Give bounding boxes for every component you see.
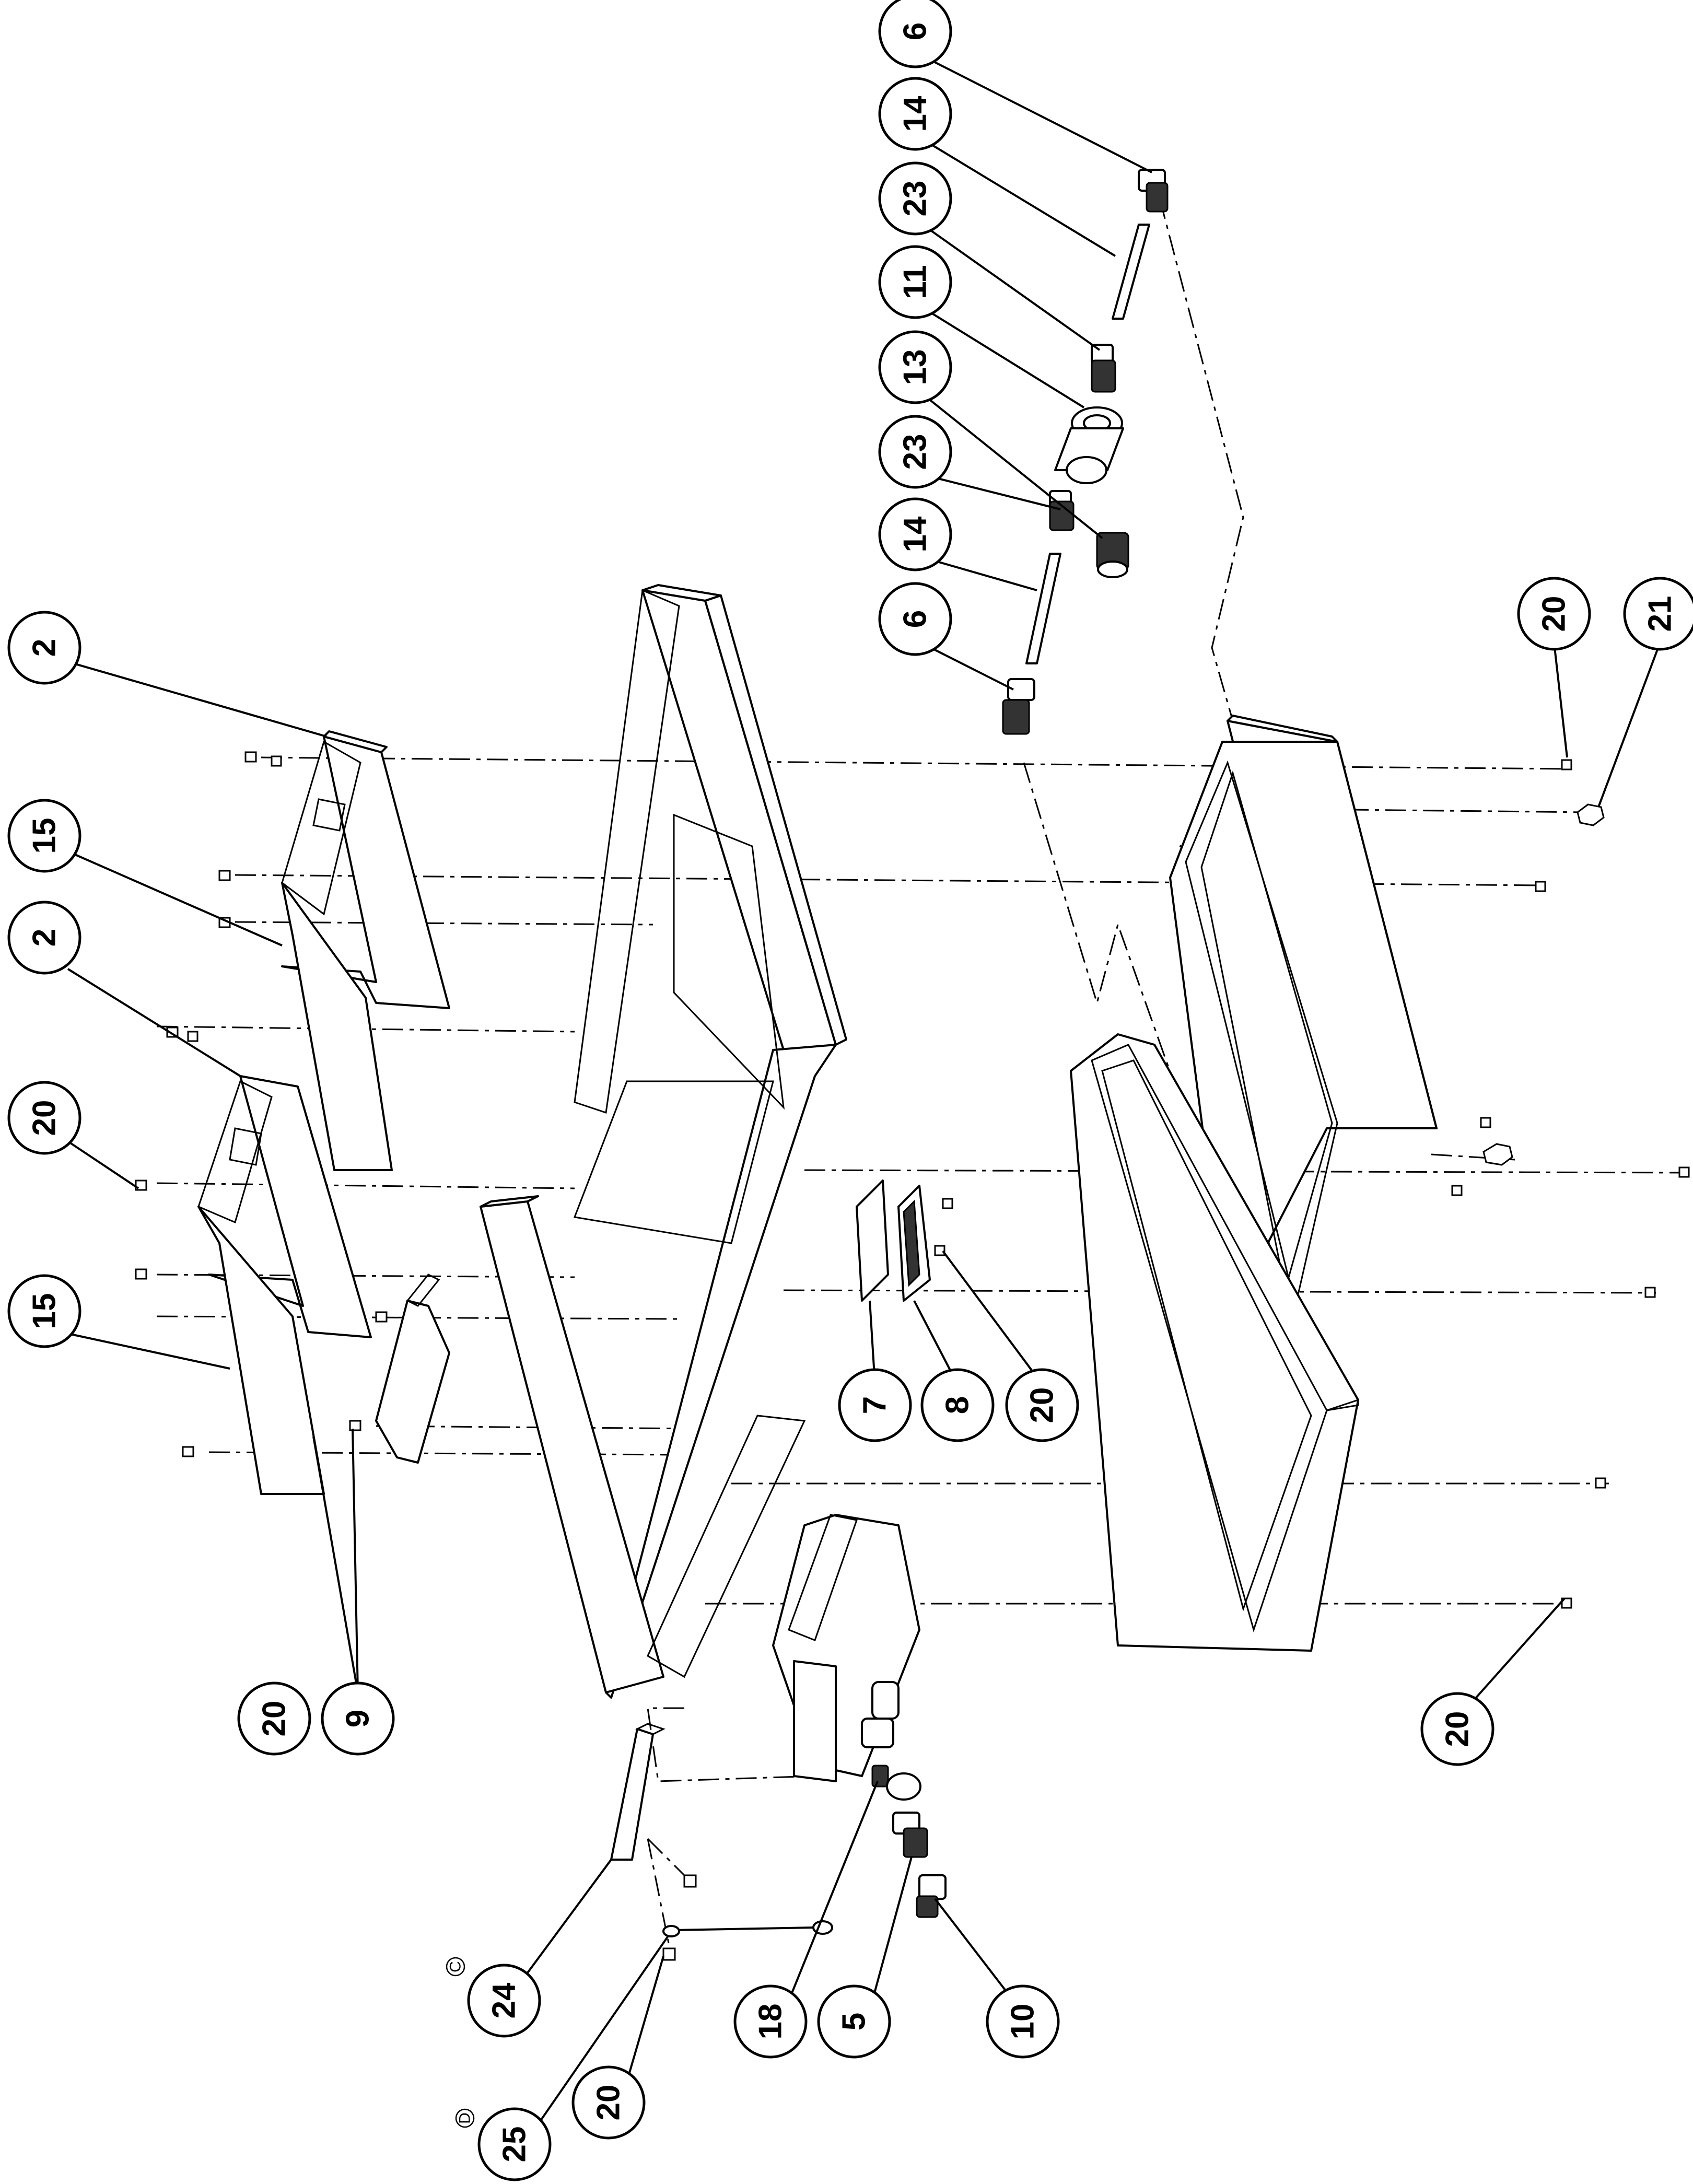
gas-train xyxy=(1002,169,1169,735)
callout-label: 2 xyxy=(27,639,63,657)
callout-9: 9 xyxy=(321,1681,395,1756)
reference-mark-label: C xyxy=(447,1961,464,1972)
burner-box-lower xyxy=(1070,1033,1359,1652)
callout-20-left: 20 xyxy=(7,1081,81,1155)
callout-25: 25 xyxy=(477,2107,552,2181)
callout-2-upper: 2 xyxy=(7,611,81,685)
callout-10: 10 xyxy=(986,1984,1060,2059)
valve-assembly xyxy=(772,1514,920,1782)
callout-label: 9 xyxy=(340,1710,376,1727)
callout-label: 18 xyxy=(753,2004,789,2040)
callout-15-lower: 15 xyxy=(7,1274,81,1348)
callout-label: 20 xyxy=(591,2085,627,2121)
callout-8: 8 xyxy=(920,1368,995,1442)
callout-label: 23 xyxy=(897,181,933,217)
bracket-24 xyxy=(610,1723,665,1861)
burner-box-upper xyxy=(1169,715,1438,1338)
callout-14-lower: 14 xyxy=(878,497,952,571)
callout-label: 8 xyxy=(940,1396,976,1414)
callout-6-top: 6 xyxy=(878,0,952,68)
callout-20-plates: 20 xyxy=(1005,1368,1079,1442)
callout-label: 20 xyxy=(27,1100,63,1136)
callout-24: 24 xyxy=(467,1964,541,2038)
callout-7: 7 xyxy=(838,1368,912,1442)
ground-wire-25 xyxy=(662,1920,833,1937)
callout-6-lower: 6 xyxy=(878,582,952,656)
callout-label: 20 xyxy=(1024,1387,1060,1423)
callout-label: 24 xyxy=(486,1982,522,2018)
lower-fittings xyxy=(871,1765,947,1918)
callout-label: 14 xyxy=(897,516,933,552)
reference-mark-label: D xyxy=(457,2112,474,2124)
callout-label: 20 xyxy=(256,1701,293,1737)
bracket-lower xyxy=(197,1075,372,1495)
reference-mark-c: C xyxy=(446,1957,465,1977)
main-frame xyxy=(480,584,847,1699)
callout-label: 2 xyxy=(27,929,63,947)
callout-label: 6 xyxy=(897,22,933,40)
callout-label: 11 xyxy=(897,265,933,299)
callout-21: 21 xyxy=(1623,577,1693,651)
callout-label: 14 xyxy=(897,96,933,132)
callout-label: 13 xyxy=(897,349,933,386)
callout-label: 20 xyxy=(1440,1711,1476,1747)
callout-18: 18 xyxy=(733,1984,808,2059)
callout-5: 5 xyxy=(817,1984,891,2059)
callout-2-lower: 2 xyxy=(7,901,81,975)
callout-label: 6 xyxy=(897,610,933,628)
callout-label: 15 xyxy=(27,1293,63,1329)
callout-label: 23 xyxy=(897,434,933,470)
callout-label: 5 xyxy=(836,2013,872,2030)
callout-20-bracket: 20 xyxy=(237,1681,311,1756)
plate-8 xyxy=(897,1185,931,1302)
bracket-9 xyxy=(375,1274,450,1464)
callout-label: 10 xyxy=(1005,2004,1041,2040)
plate-7 xyxy=(856,1179,889,1302)
nuts xyxy=(135,751,1690,1961)
callout-20-right-top: 20 xyxy=(1517,577,1591,651)
callout-label: 25 xyxy=(497,2127,533,2163)
callout-23-top: 23 xyxy=(878,161,952,236)
callout-label: 20 xyxy=(1536,596,1572,632)
callout-23-lower: 23 xyxy=(878,415,952,489)
callout-13: 13 xyxy=(878,330,952,404)
callout-label: 15 xyxy=(27,818,63,854)
callout-14-top: 14 xyxy=(878,77,952,151)
callout-label: 21 xyxy=(1642,596,1678,632)
callout-label: 7 xyxy=(857,1396,893,1414)
callout-20-bottom: 20 xyxy=(571,2065,646,2140)
callout-20-right-bottom: 20 xyxy=(1420,1692,1494,1766)
bracket-upper xyxy=(281,730,450,1171)
reference-mark-d: D xyxy=(455,2108,475,2128)
callout-11: 11 xyxy=(878,245,952,319)
callout-15-upper: 15 xyxy=(7,799,81,873)
